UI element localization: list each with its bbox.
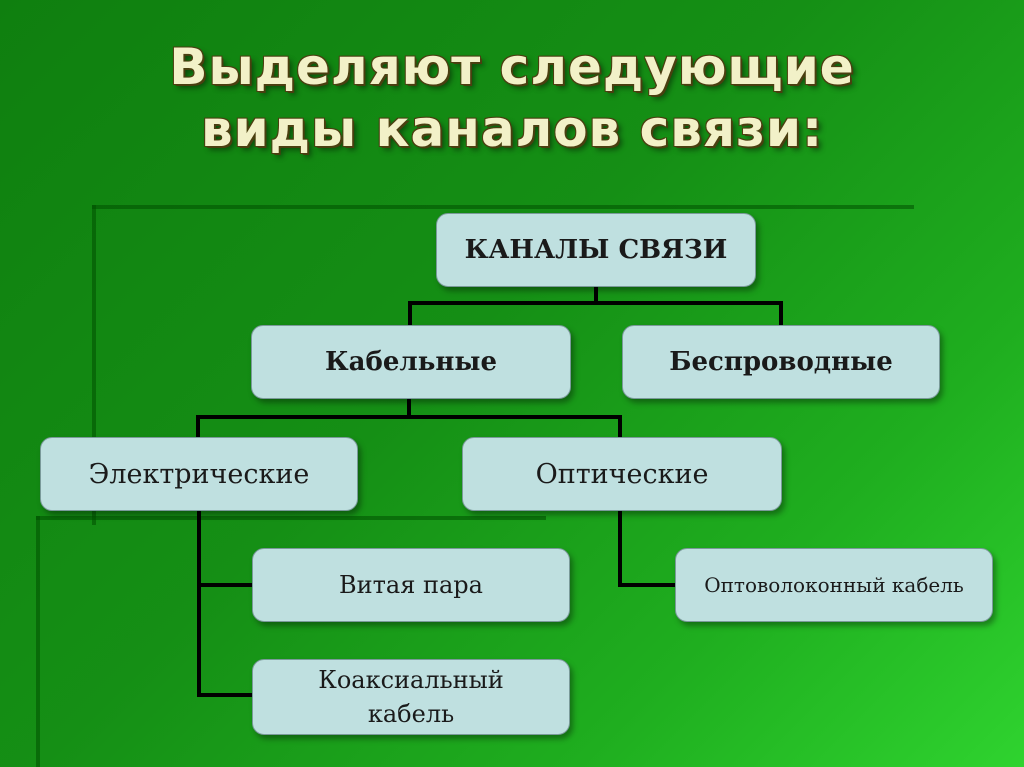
- node-twisted-pair-label: Витая пара: [339, 571, 483, 599]
- decor-line-left: [92, 205, 96, 525]
- title-line-1: Выделяют следующие: [169, 38, 855, 96]
- node-wireless: Беспроводные: [622, 325, 940, 399]
- node-fiber-label: Оптоволоконный кабель: [704, 573, 964, 597]
- node-electric-label: Электрические: [88, 458, 310, 490]
- connector-electric-children: [197, 509, 254, 697]
- node-cable: Кабельные: [251, 325, 571, 399]
- decor-line-mid: [36, 516, 546, 520]
- decor-line-left2: [36, 516, 40, 767]
- connector-cable-children: [196, 397, 622, 439]
- slide-title: Выделяют следующие виды каналов связи:: [0, 36, 1024, 160]
- node-fiber: Оптоволоконный кабель: [675, 548, 993, 622]
- node-electric: Электрические: [40, 437, 358, 511]
- node-cable-label: Кабельные: [325, 347, 497, 377]
- connector-optical-children: [618, 509, 677, 587]
- connector-root-children: [408, 285, 783, 327]
- node-coaxial: Коаксиальный кабель: [252, 659, 570, 735]
- node-channels-root-label: КАНАЛЫ СВЯЗИ: [464, 235, 728, 265]
- node-optical-label: Оптические: [535, 458, 709, 490]
- node-channels-root: КАНАЛЫ СВЯЗИ: [436, 213, 756, 287]
- node-coaxial-label: Коаксиальный кабель: [318, 666, 504, 728]
- node-wireless-label: Беспроводные: [669, 347, 893, 377]
- node-optical: Оптические: [462, 437, 782, 511]
- decor-line-top: [92, 205, 914, 209]
- node-twisted-pair: Витая пара: [252, 548, 570, 622]
- title-line-2: виды каналов связи:: [200, 100, 824, 158]
